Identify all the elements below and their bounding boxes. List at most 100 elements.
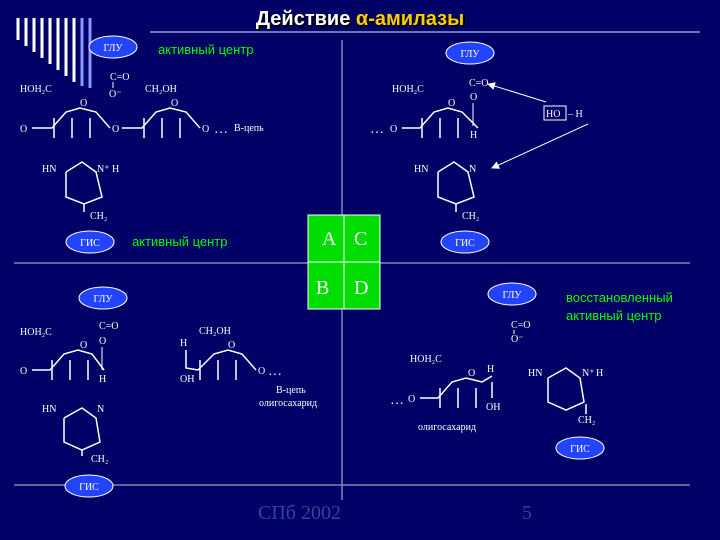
ring-oxygen: O (80, 340, 87, 351)
decorative-stripes (16, 18, 92, 88)
ring-oxygen: O (228, 340, 235, 351)
oxygen: O (408, 394, 415, 405)
glu-label: ГЛУ (461, 49, 481, 60)
hn-group: HN (42, 164, 56, 175)
gis-label: ГИС (570, 444, 590, 455)
hydrogen: H (112, 164, 119, 175)
ch2-group: CH₂ (462, 211, 479, 222)
water-hydrogen: – H (567, 109, 583, 120)
hn-group: HN (528, 368, 542, 379)
ch2-group: CH₂ (91, 454, 108, 465)
glu-label: ГЛУ (104, 43, 124, 54)
arrow (491, 123, 589, 169)
nitrogen: N (469, 164, 476, 175)
glu-badge (445, 41, 495, 65)
sugar-ring (32, 349, 105, 380)
glu-label: ГЛУ (94, 294, 114, 305)
glu-badge (487, 282, 537, 306)
restored-center-line-1: восстановленный (566, 290, 673, 305)
ch2-group: CH₂ (90, 211, 107, 222)
oxygen: O (202, 124, 209, 135)
imidazole-ring (547, 367, 587, 414)
imidazole-ring (65, 161, 103, 212)
water-hydroxyl: HO (546, 109, 560, 120)
legend-cell-d: D (354, 277, 368, 299)
carboxyl-group: C=O (99, 321, 119, 332)
protonated-nitrogen: N⁺ (582, 368, 595, 379)
title-accent: α-амилазы (355, 8, 465, 30)
protonated-nitrogen: N⁺ (97, 164, 110, 175)
oxygen: O (20, 124, 27, 135)
oxygen: O (390, 124, 397, 135)
sugar-ring (185, 349, 257, 380)
footer-left: СПб 2002 (258, 502, 341, 524)
hydrogen: H (99, 374, 106, 385)
gis-badge (440, 230, 490, 254)
ring-oxygen: O (171, 98, 178, 109)
chain-continuation-dots: … (390, 393, 404, 408)
imidazole-ring (63, 407, 101, 456)
hoh2c-group: HOH₂C (410, 354, 442, 365)
carboxylate-oxygen: O⁻ (511, 334, 524, 345)
glu-badge (78, 286, 128, 310)
oxygen: O (258, 366, 265, 377)
carboxyl-group: C=O (511, 320, 531, 331)
sugar-ring-1 (32, 107, 111, 138)
title-prefix: Действие (255, 8, 356, 30)
chain-continuation-dots: … (370, 122, 384, 137)
hoh2c-group: HOH₂C (20, 84, 52, 95)
carboxyl-oxygen: O (99, 336, 106, 347)
sugar-ring (420, 375, 493, 408)
oligosaccharide-label: олигосахарид (418, 422, 476, 433)
nitrogen: N (97, 404, 104, 415)
ch2oh-group: CH₂OH (145, 84, 177, 95)
slide-title: Действие α-амилазы (0, 8, 720, 31)
restored-center-line-2: активный центр (566, 308, 661, 323)
arrow (487, 82, 547, 103)
glycosidic-oxygen: O (112, 124, 119, 135)
water-box (543, 105, 567, 121)
carboxyl-group: C=O (469, 78, 489, 89)
hoh2c-group: HOH₂C (20, 327, 52, 338)
b-chain-label: B-цепь (234, 123, 264, 134)
panel-d: ГЛУ восстановленный активный центр C=O O… (390, 282, 673, 460)
carboxyl-oxygen: O (470, 92, 477, 103)
carboxyl-group: C=O (110, 72, 130, 83)
hydroxyl: OH (180, 374, 194, 385)
ch2oh-group: CH₂OH (199, 326, 231, 337)
hydrogen: H (596, 368, 603, 379)
gis-badge (555, 436, 605, 460)
chain-continuation-dots: … (214, 122, 228, 137)
glu-label: ГЛУ (503, 290, 523, 301)
b-chain-label: B-цепь (276, 385, 306, 396)
panel-b: ГЛУ C=O O H HOH₂C O O CH₂OH H O OH O … B… (20, 286, 317, 498)
chain-continuation-dots: … (268, 364, 282, 379)
gis-label: ГИС (79, 482, 99, 493)
oxygen: O (20, 366, 27, 377)
hydroxyl: OH (486, 402, 500, 413)
legend-cell-b: B (316, 277, 329, 299)
panel-a: ГЛУ активный центр C=O O⁻ HOH₂C CH₂OH O … (20, 35, 264, 254)
hoh2c-group: HOH₂C (392, 84, 424, 95)
legend-grid: A C B D (307, 214, 381, 310)
glu-badge (88, 35, 138, 59)
ring-oxygen: O (80, 98, 87, 109)
active-center-label: активный центр (132, 234, 227, 249)
footer-page-number: 5 (522, 502, 532, 524)
panel-c: ГЛУ C=O O H HOH₂C O … O HO – H HN N CH₂ … (370, 41, 589, 254)
ring-oxygen: O (468, 368, 475, 379)
gis-badge (65, 230, 115, 254)
legend-cell-c: C (354, 228, 367, 250)
carboxylate-oxygen: O⁻ (109, 89, 122, 100)
sugar-ring-2 (122, 107, 201, 138)
gis-badge (64, 474, 114, 498)
active-center-label: активный центр (158, 42, 253, 57)
gis-label: ГИС (455, 238, 475, 249)
hn-group: HN (414, 164, 428, 175)
imidazole-ring (437, 161, 475, 212)
hydrogen: H (180, 338, 187, 349)
sugar-ring (402, 107, 479, 138)
ring-oxygen: O (448, 98, 455, 109)
hydrogen: H (487, 364, 494, 375)
